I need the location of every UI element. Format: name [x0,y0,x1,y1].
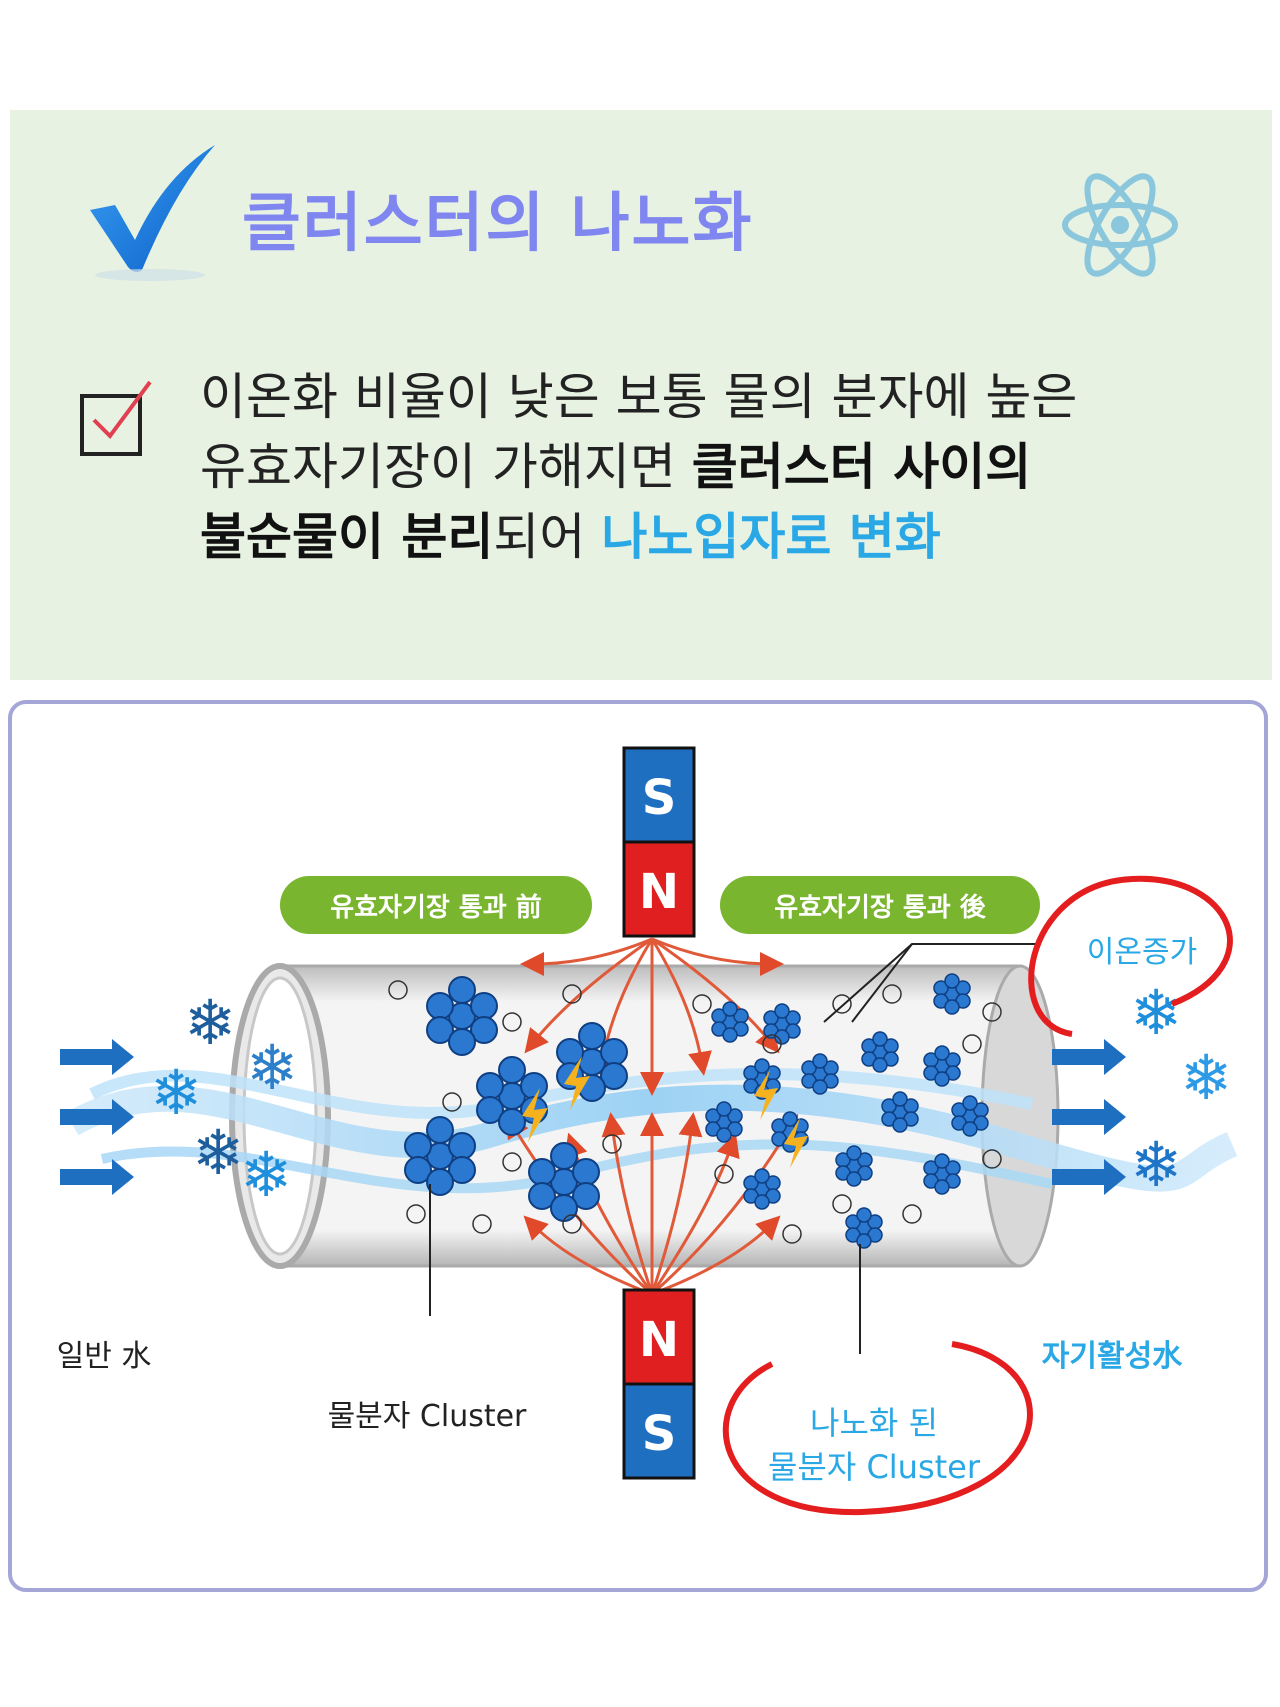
label-before: 유효자기장 통과 前 [280,876,592,934]
svg-text:❄: ❄ [1130,1128,1182,1201]
svg-text:❄: ❄ [1130,976,1182,1049]
svg-text:❄: ❄ [192,1116,244,1189]
diagram-canvas: 유효자기장 통과 前 유효자기장 통과 後 [57,746,1238,1516]
magnet-bottom: N S [622,1288,696,1480]
magnetic-diagram: 유효자기장 통과 前 유효자기장 통과 後 [8,700,1268,1592]
svg-text:❄: ❄ [246,1031,298,1104]
desc-line-2: 유효자기장이 가해지면 클러스터 사이의 [200,432,1240,502]
label-after-text: 유효자기장 통과 後 [774,892,987,923]
flow-arrows [60,1039,1126,1195]
svg-text:❄: ❄ [150,1056,202,1129]
desc-line-1: 이온화 비율이 낮은 보통 물의 분자에 높은 [200,368,1078,426]
description-text: 이온화 비율이 낮은 보통 물의 분자에 높은 유효자기장이 가해지면 클러스터… [200,362,1240,572]
nano-cluster-callout: 나노화 된 물분자 Cluster [722,1341,1033,1516]
lightning-icons [522,1056,808,1168]
svg-text:❄: ❄ [1180,1041,1232,1114]
ion-increase-text: 이온증가 [1087,935,1197,970]
nano-cluster-line-1: 나노화 된 [810,1404,938,1442]
water-cluster-label: 물분자 Cluster [328,1399,527,1434]
nano-clusters [705,973,989,1249]
label-before-text: 유효자기장 통과 前 [330,892,542,923]
page-title: 클러스터의 나노화 [242,187,754,261]
checkbox-icon [80,380,152,456]
normal-water-label: 일반 水 [57,1339,152,1374]
svg-text:❄: ❄ [240,1138,292,1211]
magnet-top-n: N [639,864,679,920]
desc-line-2-bold: 클러스터 사이의 [691,438,1032,496]
desc-line-3-regular: 되어 [493,508,602,566]
svg-text:❄: ❄ [184,986,236,1059]
desc-line-3-bold: 불순물이 분리 [200,508,494,566]
magnetized-water-label: 자기활성水 [1042,1339,1183,1374]
snowflake-icons: ❄ ❄ ❄ ❄ ❄ ❄ ❄ ❄ [150,976,1232,1211]
ion-increase-callout: 이온증가 [823,875,1233,1037]
magnet-bottom-s: S [642,1406,677,1462]
atom-icon [1062,173,1178,277]
magnet-top-s: S [642,770,677,826]
large-clusters [404,976,628,1222]
desc-line-2-regular: 유효자기장이 가해지면 [200,438,692,496]
ions [388,980,1002,1244]
intro-panel: 클러스터의 나노화 이온화 비율이 낮은 보통 물의 분자에 높은 유효자기장이… [10,110,1272,680]
desc-line-3: 불순물이 분리되어 나노입자로 변화 [200,502,1240,572]
nano-cluster-line-2: 물분자 Cluster [768,1448,981,1486]
field-lines [505,937,799,1296]
magnet-bottom-n: N [639,1312,679,1368]
label-after: 유효자기장 통과 後 [720,876,1040,934]
blue-check-icon [90,145,215,281]
magnet-top: S N [622,746,696,938]
desc-line-3-blue: 나노입자로 변화 [601,508,941,566]
